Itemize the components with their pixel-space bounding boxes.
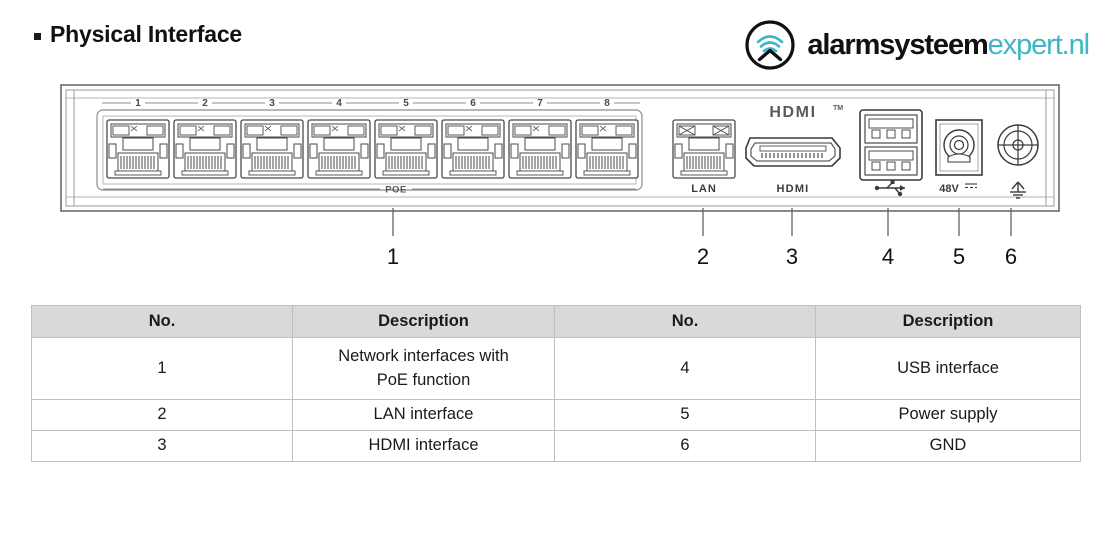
callout-number-5: 5 xyxy=(952,244,966,269)
column-header-desc-right: Description xyxy=(815,305,1081,338)
svg-text:2: 2 xyxy=(202,98,208,109)
signal-wave-icon xyxy=(745,20,795,70)
callout-number-2: 2 xyxy=(696,244,710,269)
column-header-no-left: No. xyxy=(31,305,293,338)
svg-text:3: 3 xyxy=(269,98,275,109)
svg-text:7: 7 xyxy=(537,98,543,109)
brand-secondary-text: expert.nl xyxy=(987,28,1090,61)
cell-no-right: 4 xyxy=(554,337,816,400)
cell-no-right: 6 xyxy=(554,430,816,462)
cell-desc-left-line2: PoE function xyxy=(376,370,471,389)
cell-no-left: 3 xyxy=(31,430,293,462)
table-row: 1 Network interfaces with PoE function 4… xyxy=(31,337,1081,400)
page-title-text: Physical Interface xyxy=(50,21,243,47)
cell-desc-left: LAN interface xyxy=(292,399,555,431)
callout-number-3: 3 xyxy=(785,244,799,269)
svg-text:6: 6 xyxy=(470,98,476,109)
cell-desc-left: Network interfaces with PoE function xyxy=(292,337,555,400)
table-row: 3 HDMI interface 6 GND xyxy=(31,430,1081,462)
page-title: Physical Interface xyxy=(34,21,242,48)
svg-text:5: 5 xyxy=(403,98,409,109)
cell-desc-right: GND xyxy=(815,430,1081,462)
table-header-row: No. Description No. Description xyxy=(31,305,1081,338)
brand-primary-text: alarmsysteem xyxy=(807,28,988,61)
svg-text:1: 1 xyxy=(135,98,141,109)
cell-no-right: 5 xyxy=(554,399,816,431)
brand-logo: alarmsysteemexpert.nl xyxy=(745,20,1090,70)
svg-text:TM: TM xyxy=(833,105,843,112)
svg-text:POE: POE xyxy=(385,185,407,196)
callout-number-1: 1 xyxy=(386,244,400,269)
cell-desc-left: HDMI interface xyxy=(292,430,555,462)
brand-wordmark: alarmsysteemexpert.nl xyxy=(807,28,1090,61)
svg-text:4: 4 xyxy=(336,98,342,109)
cell-desc-left-line1: Network interfaces with xyxy=(338,347,509,366)
square-bullet-icon xyxy=(34,32,41,40)
svg-text:8: 8 xyxy=(604,98,610,109)
callout-number-6: 6 xyxy=(1004,244,1018,269)
cell-desc-right: Power supply xyxy=(815,399,1081,431)
device-rear-panel-illustration: 1 2 3 4 5 6 7 8 POE xyxy=(60,84,1060,214)
svg-text:HDMI: HDMI xyxy=(769,104,816,121)
svg-text:48V: 48V xyxy=(939,183,959,195)
cell-desc-right: USB interface xyxy=(815,337,1081,400)
callout-leader-lines xyxy=(392,208,1012,236)
callout-number-4: 4 xyxy=(881,244,895,269)
interface-legend-table: No. Description No. Description 1 Networ… xyxy=(31,305,1081,462)
cell-no-left: 2 xyxy=(31,399,293,431)
svg-text:HDMI: HDMI xyxy=(777,183,810,195)
svg-text:LAN: LAN xyxy=(691,183,717,195)
table-row: 2 LAN interface 5 Power supply xyxy=(31,399,1081,431)
cell-no-left: 1 xyxy=(31,337,293,400)
column-header-no-right: No. xyxy=(554,305,816,338)
column-header-desc-left: Description xyxy=(292,305,555,338)
